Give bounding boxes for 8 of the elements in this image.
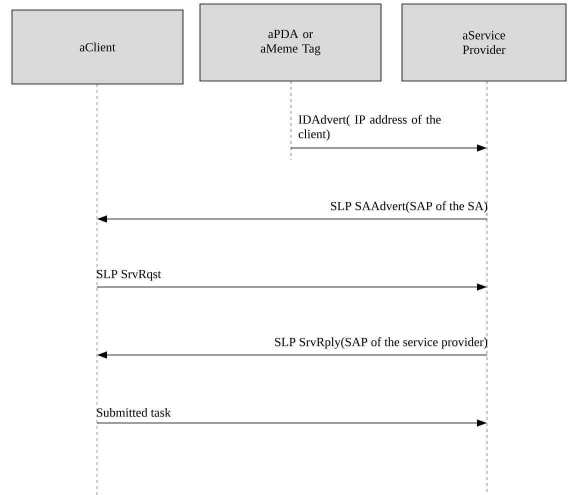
participant-box: aPDA or aMeme Tag <box>200 4 382 82</box>
participant-box: aClient <box>12 10 184 84</box>
edge-label: SLP SrvRply(SAP of the service provider) <box>275 337 488 349</box>
edge-label: IDAdvert( IP address of the client) <box>298 114 441 141</box>
participant-box: aService Provider <box>402 4 566 82</box>
edge-label: SLP SAAdvert(SAP of the SA) <box>330 201 488 213</box>
edge-label: Submitted task <box>97 408 171 417</box>
edge-label: SLP SrvRqst <box>97 270 162 281</box>
